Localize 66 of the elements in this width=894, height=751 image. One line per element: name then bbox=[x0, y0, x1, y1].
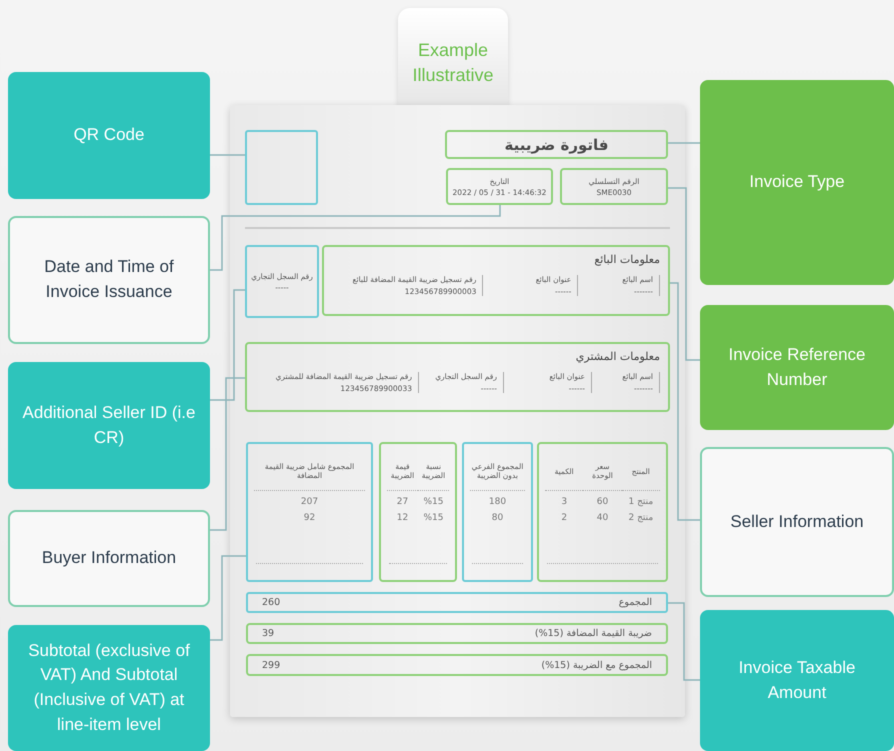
qr-frame bbox=[245, 130, 318, 205]
callout-box bbox=[8, 216, 210, 344]
callout-box bbox=[8, 510, 210, 607]
callout-label: Invoice Taxable Amount bbox=[738, 656, 856, 704]
leader-line bbox=[668, 602, 700, 681]
leader-line bbox=[210, 555, 246, 641]
table-cell-text: منتج 2 bbox=[628, 512, 654, 523]
field-box bbox=[245, 245, 319, 318]
callout-box bbox=[8, 362, 210, 489]
leader-line bbox=[210, 205, 501, 271]
field-box bbox=[560, 168, 668, 205]
table-cell-text: 40 bbox=[596, 512, 610, 523]
table-cell-text: 60 bbox=[596, 496, 610, 507]
table-cell-text: 207 bbox=[300, 496, 320, 507]
table-cell-text: 92 bbox=[302, 512, 316, 523]
total-label: ضريبة القيمة المضافة (15%) bbox=[534, 628, 652, 639]
callout-label: Additional Seller ID (i.e CR) bbox=[22, 402, 196, 448]
callout-label: Example Illustrative bbox=[411, 38, 495, 87]
total-row bbox=[246, 654, 668, 676]
leader-line bbox=[210, 289, 245, 401]
leader-line bbox=[668, 187, 700, 361]
total-value: 299 bbox=[262, 660, 280, 670]
total-row bbox=[246, 623, 668, 644]
leader-line bbox=[210, 377, 245, 531]
table-cell-text: 3 bbox=[560, 496, 568, 507]
callout-label: QR Code bbox=[74, 124, 144, 146]
info-panel bbox=[322, 245, 670, 316]
invoice-title: فاتورة ضريبية bbox=[504, 136, 608, 154]
title-box bbox=[445, 130, 668, 159]
invoice-sheet bbox=[230, 105, 685, 717]
table-column-group bbox=[462, 442, 533, 582]
total-row bbox=[246, 592, 668, 613]
callout-label: Seller Information bbox=[730, 510, 864, 533]
table-cell-text: %15 bbox=[422, 496, 444, 507]
callout-label: Date and Time of Invoice Issuance bbox=[43, 256, 175, 303]
section-heading: معلومات البائع bbox=[593, 253, 660, 266]
callout-label: Subtotal (exclusive of VAT) And Subtotal (Inclusive of VAT) at line-item level bbox=[27, 640, 191, 736]
table-cell-text: 27 bbox=[396, 496, 410, 507]
table-cell-text: 80 bbox=[490, 512, 504, 523]
table-cell-text: 180 bbox=[488, 496, 508, 507]
total-label: المجموع مع الضريبة (15%) bbox=[541, 660, 652, 670]
leader-line bbox=[670, 282, 700, 521]
total-value: 39 bbox=[262, 628, 274, 639]
table-cell-text: 2 bbox=[560, 512, 568, 523]
callout-label: Invoice Reference Number bbox=[727, 344, 867, 390]
callout-box bbox=[700, 610, 894, 751]
table-column-group bbox=[379, 442, 457, 582]
callout-box bbox=[8, 72, 210, 199]
section-heading: معلومات المشتري bbox=[574, 350, 660, 363]
callout-box bbox=[8, 625, 210, 751]
leader-line bbox=[668, 142, 700, 144]
callout-box bbox=[700, 80, 894, 285]
table-cell-text: %15 bbox=[422, 512, 444, 523]
field-box bbox=[446, 168, 553, 205]
table-cell-text: 12 bbox=[396, 512, 410, 523]
callout-label: Buyer Information bbox=[42, 547, 176, 570]
callout-box bbox=[700, 447, 894, 597]
total-label: المجموع bbox=[618, 597, 652, 608]
leader-line bbox=[210, 154, 245, 156]
table-column-group bbox=[537, 442, 668, 582]
table-column-group bbox=[246, 442, 373, 582]
callout-label: Invoice Type bbox=[749, 171, 845, 194]
callout-box bbox=[700, 305, 894, 430]
info-panel bbox=[245, 342, 670, 412]
total-value: 260 bbox=[262, 597, 280, 608]
table-cell-text: منتج 1 bbox=[628, 496, 654, 507]
